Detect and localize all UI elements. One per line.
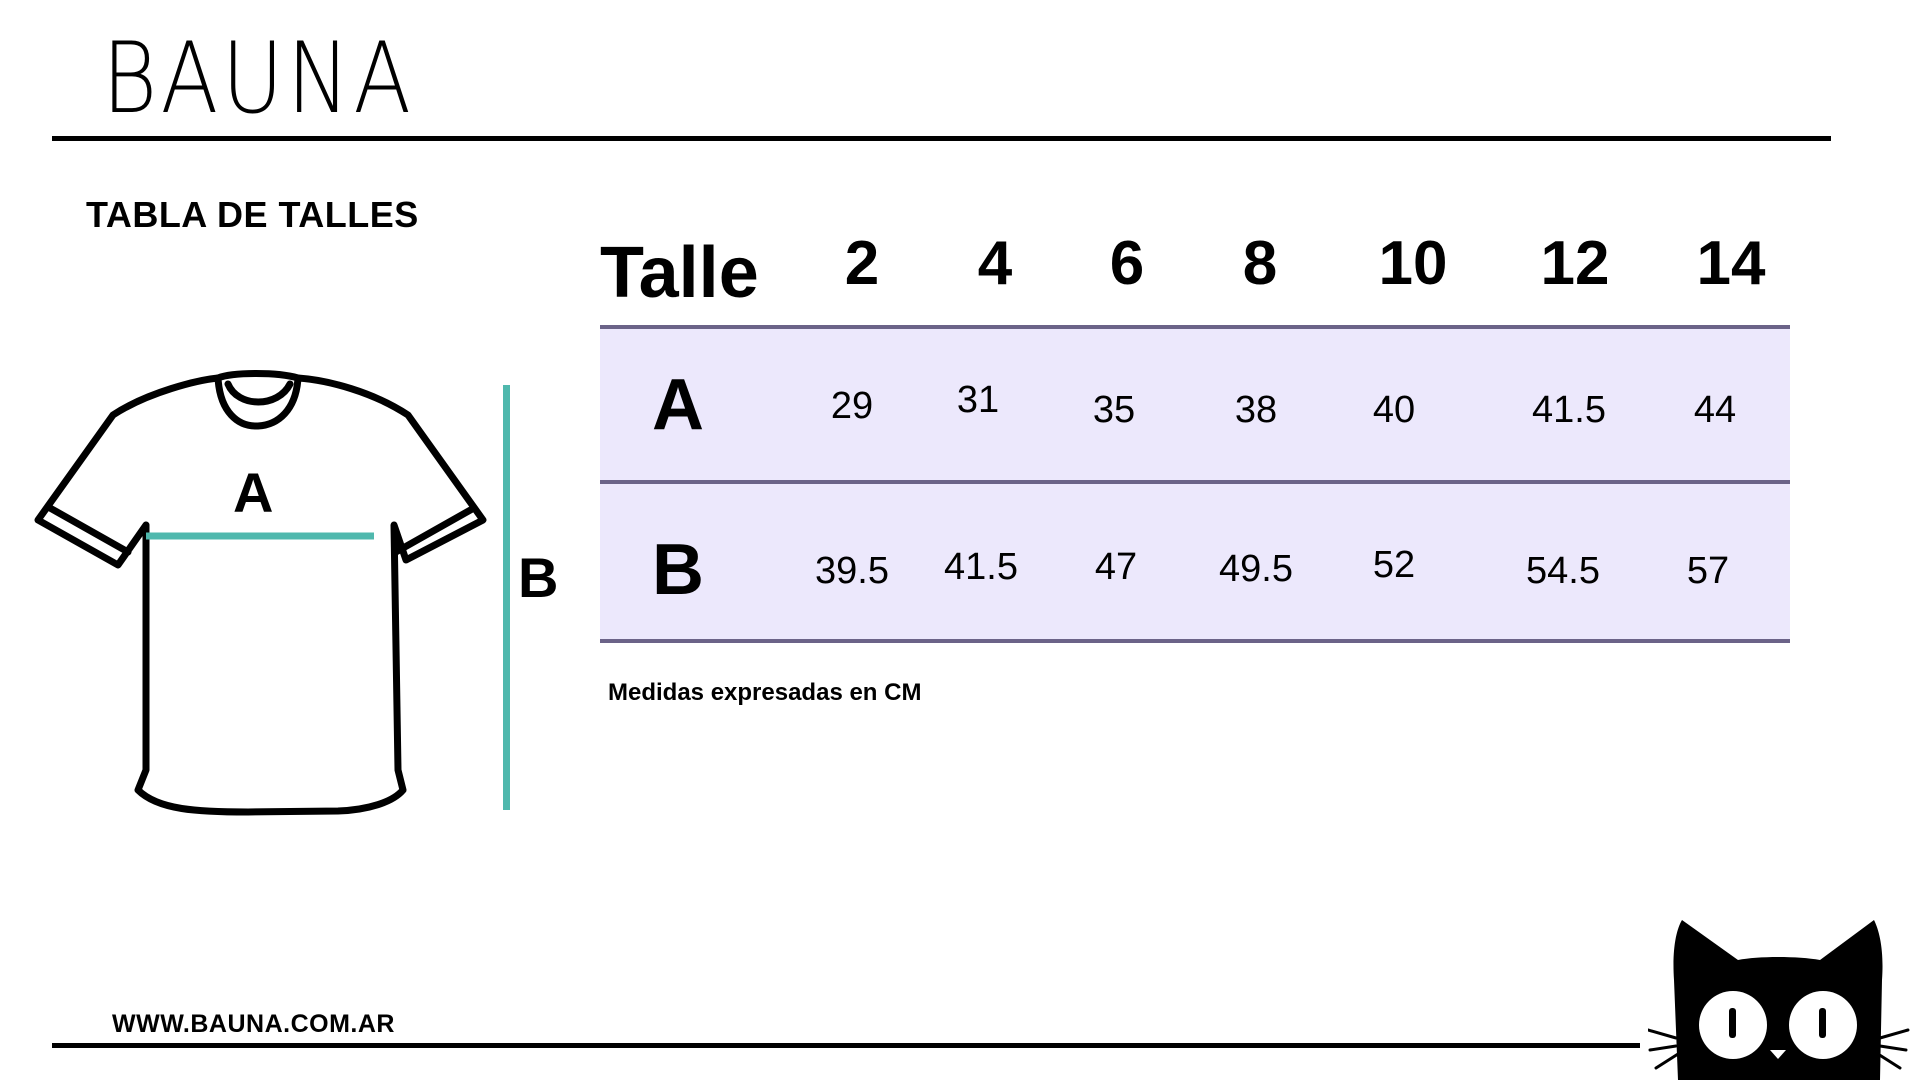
table-cell: 41.5 bbox=[944, 546, 1018, 588]
brand-logo: BAUNA bbox=[102, 22, 415, 136]
tshirt-outline-icon bbox=[34, 370, 487, 816]
table-cell: 54.5 bbox=[1526, 550, 1600, 592]
table-row: B 39.5 41.5 47 49.5 52 54.5 57 bbox=[600, 480, 1790, 643]
units-note: Medidas expresadas en CM bbox=[608, 679, 922, 706]
table-cell: 29 bbox=[830, 385, 874, 427]
size-table: Talle 2 4 6 8 10 12 14 A 29 31 35 38 40 … bbox=[600, 225, 1790, 643]
table-cell: 31 bbox=[956, 379, 1000, 421]
size-header: 14 bbox=[1696, 229, 1766, 298]
black-cat-face-icon bbox=[1648, 920, 1910, 1080]
table-cell: 38 bbox=[1234, 389, 1278, 431]
diagram-label-a: A bbox=[233, 461, 274, 524]
size-header: 2 bbox=[844, 229, 880, 298]
diagram-label-b: B bbox=[518, 546, 559, 609]
header-label: Talle bbox=[600, 233, 759, 313]
row-label: B bbox=[652, 530, 704, 610]
row-label: A bbox=[652, 365, 704, 445]
size-header: 8 bbox=[1242, 229, 1278, 298]
size-header: 12 bbox=[1540, 229, 1610, 298]
table-cell: 40 bbox=[1372, 389, 1416, 431]
footer-divider bbox=[52, 1043, 1640, 1048]
table-cell: 57 bbox=[1686, 550, 1730, 592]
size-header: 4 bbox=[977, 229, 1013, 298]
table-cell: 35 bbox=[1092, 389, 1136, 431]
table-cell: 49.5 bbox=[1219, 548, 1293, 590]
size-header: 10 bbox=[1378, 229, 1448, 298]
table-cell: 41.5 bbox=[1532, 389, 1606, 431]
table-cell: 39.5 bbox=[815, 550, 889, 592]
footer-url[interactable]: WWW.BAUNA.COM.AR bbox=[112, 1010, 395, 1038]
table-header: Talle 2 4 6 8 10 12 14 bbox=[600, 225, 1790, 325]
table-cell: 44 bbox=[1693, 389, 1737, 431]
size-header: 6 bbox=[1109, 229, 1145, 298]
table-cell: 47 bbox=[1094, 546, 1138, 588]
table-row: A 29 31 35 38 40 41.5 44 bbox=[600, 325, 1790, 480]
header-divider bbox=[52, 136, 1831, 141]
measure-line-b bbox=[503, 385, 510, 810]
section-title: TABLA DE TALLES bbox=[86, 194, 419, 235]
table-cell: 52 bbox=[1372, 544, 1416, 586]
